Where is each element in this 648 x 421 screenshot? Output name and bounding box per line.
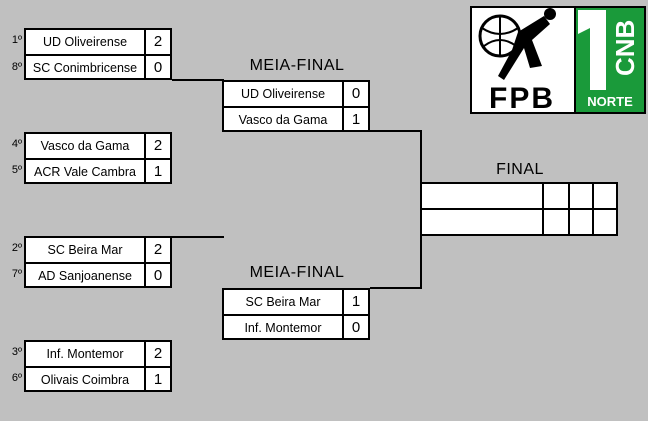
team-score: 1 — [342, 290, 368, 314]
norte-text: NORTE — [587, 94, 633, 109]
team-score: 1 — [342, 108, 368, 132]
bracket-line — [172, 236, 224, 238]
team-name: SC Beira Mar — [245, 295, 321, 309]
final-box — [420, 182, 618, 236]
final-score-cell — [568, 184, 570, 234]
fpb-cnb1-norte-logo: CNB NORTE FPB — [470, 6, 646, 115]
seed-label: 7º — [11, 268, 22, 280]
team-name: ACR Vale Cambra — [34, 165, 136, 179]
team-score: 1 — [144, 368, 170, 392]
logo-graphic: CNB NORTE FPB — [470, 6, 646, 115]
bracket-line — [172, 79, 224, 81]
semifinal-heading: MEIA-FINAL — [249, 57, 345, 74]
team-score: 2 — [144, 134, 170, 158]
bracket-line — [370, 130, 422, 132]
match-box: UD Oliveirense 2 SC Conimbricense 0 — [24, 28, 172, 80]
basketball-player-icon — [478, 8, 556, 80]
seed-label: 2º — [11, 242, 22, 254]
final-score-cell — [542, 184, 544, 234]
final-heading: FINAL — [496, 161, 544, 178]
team-name: SC Conimbricense — [32, 61, 138, 75]
final-score-cell — [592, 184, 594, 234]
team-score: 2 — [144, 238, 170, 262]
team-name: Vasco da Gama — [40, 139, 130, 153]
team-name: Olivais Coimbra — [40, 373, 130, 387]
cnb-text: CNB — [610, 20, 640, 76]
seed-label: 6º — [11, 372, 22, 384]
team-score: 1 — [144, 160, 170, 184]
team-name: Vasco da Gama — [238, 113, 328, 127]
team-name: Inf. Montemor — [244, 321, 322, 335]
seed-label: 1º — [11, 34, 22, 46]
team-name: SC Beira Mar — [47, 243, 123, 257]
team-score: 0 — [144, 264, 170, 288]
seed-label: 4º — [11, 138, 22, 150]
match-box: SC Beira Mar 2 AD Sanjoanense 0 — [24, 236, 172, 288]
match-box: Vasco da Gama 2 ACR Vale Cambra 1 — [24, 132, 172, 184]
fpb-text: FPB — [489, 82, 555, 114]
team-name: AD Sanjoanense — [38, 269, 132, 283]
seed-label: 5º — [11, 164, 22, 176]
semifinal-heading: MEIA-FINAL — [249, 264, 345, 281]
team-score: 0 — [342, 316, 368, 340]
semifinal-box: UD Oliveirense 0 Vasco da Gama 1 — [222, 80, 370, 132]
match-box: Inf. Montemor 2 Olivais Coimbra 1 — [24, 340, 172, 392]
team-score: 0 — [144, 56, 170, 80]
team-name: Inf. Montemor — [46, 347, 124, 361]
team-score: 0 — [342, 82, 368, 106]
team-name: UD Oliveirense — [240, 87, 326, 101]
semifinal-box: SC Beira Mar 1 Inf. Montemor 0 — [222, 288, 370, 340]
team-score: 2 — [144, 30, 170, 54]
team-name: UD Oliveirense — [42, 35, 128, 49]
bracket-line — [370, 287, 422, 289]
seed-label: 8º — [11, 61, 22, 73]
team-score: 2 — [144, 342, 170, 366]
seed-label: 3º — [11, 346, 22, 358]
